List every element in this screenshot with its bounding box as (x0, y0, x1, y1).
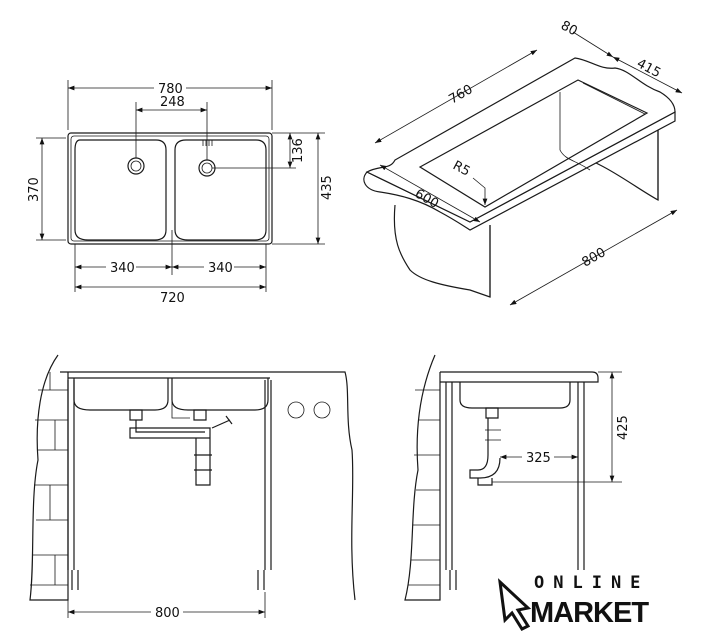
side-wall (404, 354, 441, 601)
cursor-logo-icon (497, 578, 532, 631)
dim-drain-spacing: 248 (160, 95, 185, 110)
dim-front-cabinet-width: 800 (155, 606, 180, 621)
overflow-icon (202, 140, 213, 146)
dim-cutout-depth: 415 (634, 56, 663, 81)
side-bowl (459, 382, 571, 409)
dim-bowl-depth: 370 (27, 177, 42, 202)
front-left-bowl (73, 378, 169, 411)
isometric-view: 760 80 415 R5 600 800 (363, 18, 683, 306)
front-view: 800 (29, 354, 356, 621)
side-trap (469, 407, 501, 486)
side-brick-pattern (408, 389, 440, 586)
wall (29, 354, 69, 601)
logo-line1: ONLINE (534, 573, 650, 593)
left-bowl (74, 139, 167, 241)
dim-edge-offset: 80 (558, 18, 580, 39)
socket-icon (287, 401, 305, 419)
dim-drain-distance: 325 (526, 451, 551, 466)
dim-left-bowl: 340 (110, 261, 135, 276)
logo-line2: MARKET (530, 597, 649, 629)
dim-iso-cabinet-width: 800 (580, 245, 609, 270)
online-market-logo: ONLINE MARKET (496, 574, 696, 634)
brick-pattern (30, 372, 68, 586)
dim-drain-offset: 136 (291, 138, 306, 163)
side-view: 325 425 (404, 354, 631, 601)
top-view: 780 248 136 435 370 340 340 720 (27, 80, 335, 306)
dim-overall-depth: 435 (320, 175, 335, 200)
dim-bowls-total: 720 (160, 291, 185, 306)
dim-drain-height: 425 (616, 415, 631, 440)
dim-corner-radius: R5 (450, 158, 472, 179)
cabinet-left-side (393, 204, 491, 298)
sink-outline (67, 132, 273, 245)
dim-right-bowl: 340 (208, 261, 233, 276)
countertop (60, 371, 356, 601)
valve-icon (211, 415, 233, 429)
cabinet-posts (67, 380, 272, 570)
dim-cutout-length: 760 (447, 82, 476, 107)
dim-overall-width: 780 (158, 82, 183, 97)
left-drain-icon (127, 157, 145, 175)
drain-pipes (129, 420, 212, 486)
cabinet-feet (71, 570, 265, 590)
right-bowl (174, 139, 267, 241)
side-countertop (440, 371, 599, 383)
socket-icon (313, 401, 331, 419)
front-right-bowl (171, 378, 269, 411)
